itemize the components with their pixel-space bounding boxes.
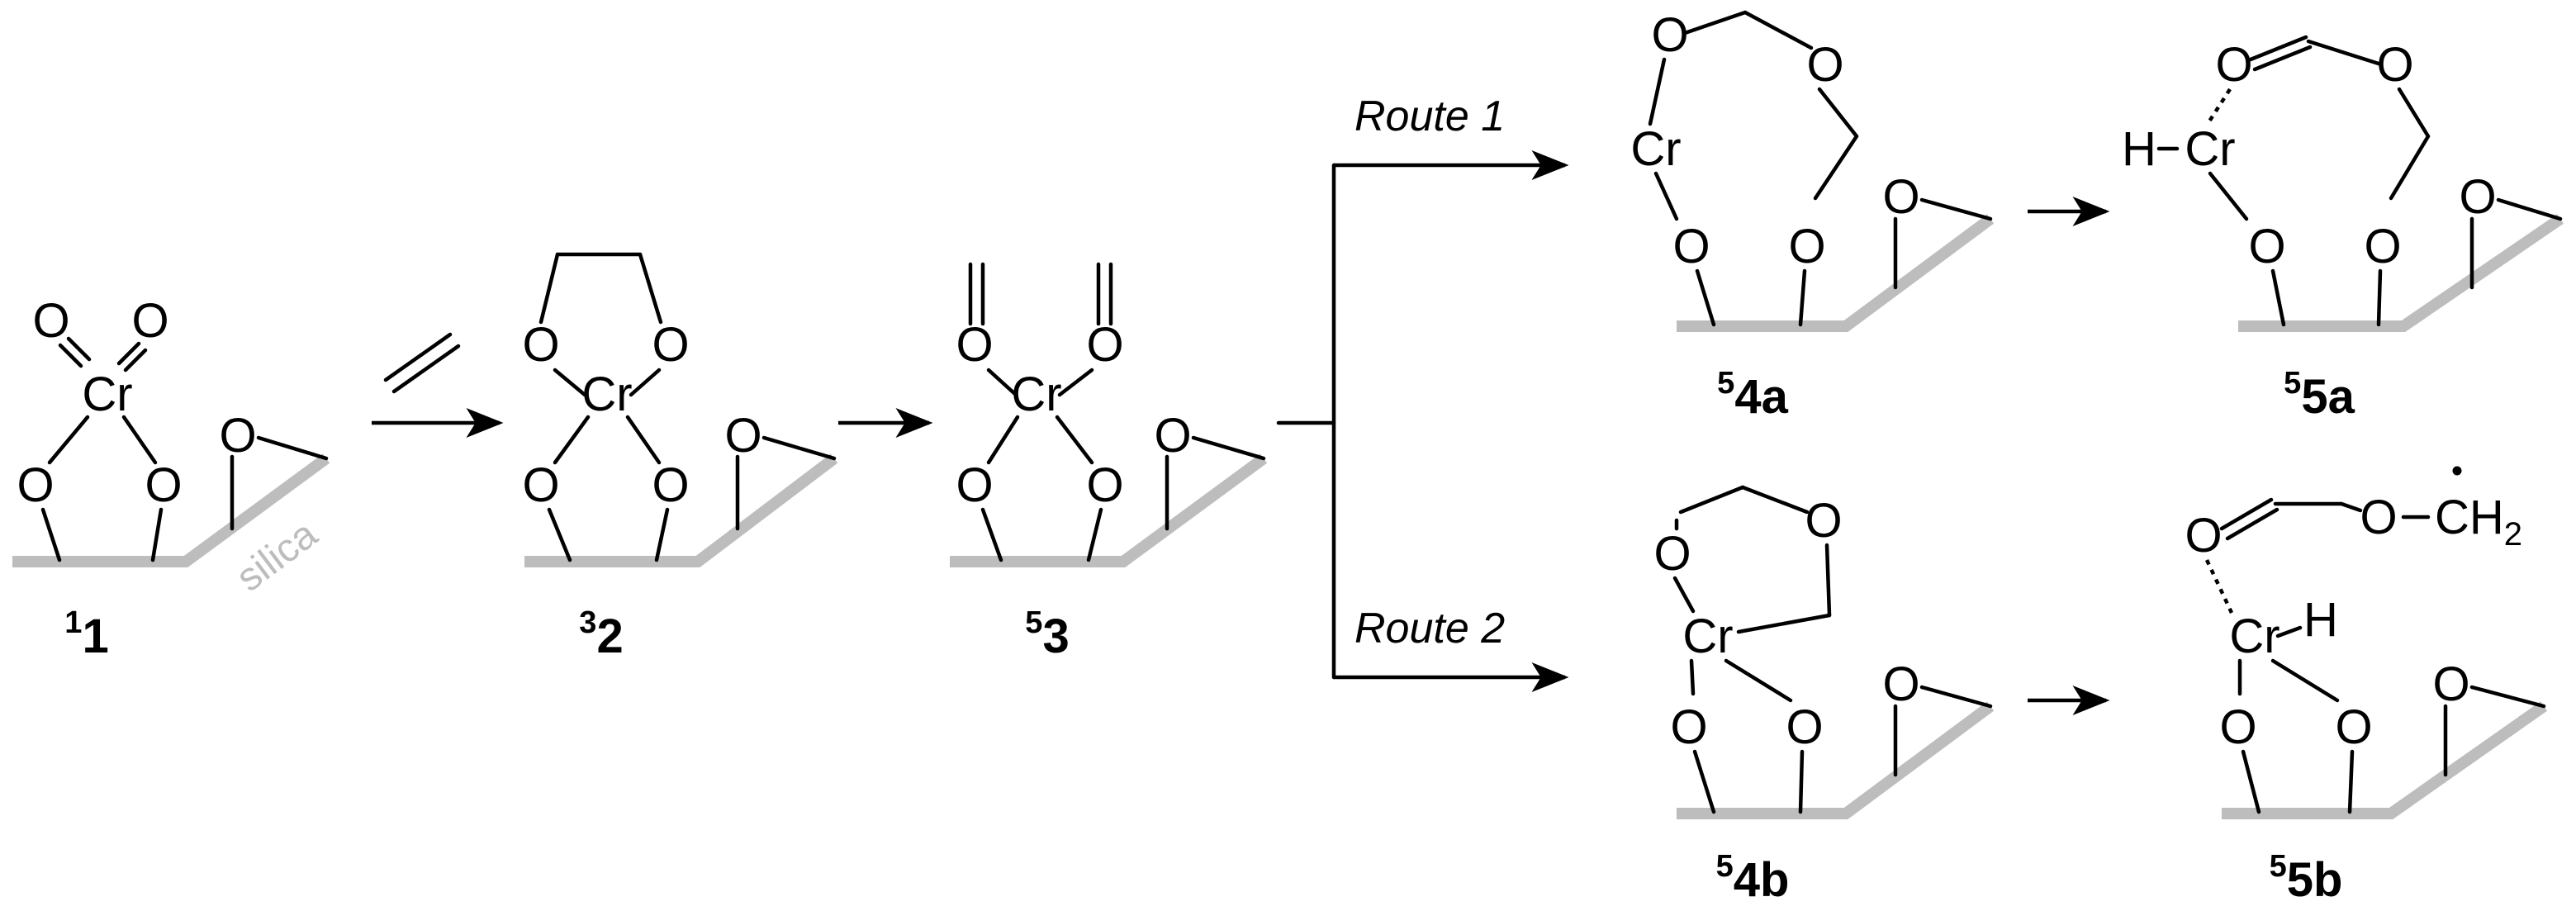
chromium-atom: Cr [581,368,632,421]
chromium-atom: Cr [2185,122,2235,176]
ch2-group: CH2 [2435,491,2522,553]
oxygen-right: O [652,458,689,512]
silica-surface [524,453,838,567]
route-branch: Route 1 Route 2 [1276,93,1569,692]
oxygen-ring-right: O [652,318,689,372]
compound-1: silica O O Cr O O O 11 [12,294,330,663]
compound-label-5b: 55b [2270,849,2343,907]
epoxide-oxygen: O [724,409,761,463]
oxygen-ring-right: O [1805,494,1842,548]
epoxide-oxygen: O [219,409,256,463]
route-2-label: Route 2 [1354,605,1505,652]
chromium-atom: Cr [82,368,132,421]
compound-label-5a: 55a [2284,366,2355,424]
compound-4b: O O Cr O O O 54b [1653,485,1995,907]
silica-surface [1677,701,1995,819]
oxygen-ring-2: O [1806,38,1843,92]
oxygen-ring-left: O [522,318,559,372]
chromium-atom: Cr [2229,610,2279,663]
oxygen-left: O [17,458,54,512]
oxygen-ring-1: O [1651,8,1688,62]
ethylene-bond-1 [383,332,453,382]
oxygen-left: O [956,458,993,512]
oxygen-right: O [1086,458,1123,512]
carbonyl-oxygen: O [2215,38,2252,92]
silica-surface [12,453,330,567]
compound-label-4a: 54a [1717,366,1788,424]
epoxide-oxygen: O [1154,409,1191,463]
oxygen-left: O [1672,220,1710,273]
oxygen-upper-right: O [1086,318,1123,372]
radical-dot [2452,466,2462,476]
compound-label-3: 53 [1025,605,1069,663]
carbonyl-oxygen: O [2185,509,2222,562]
hydride-h: H [2122,122,2156,176]
compound-label-4b: 54b [1716,849,1790,907]
compound-3: O O Cr O O O 53 [950,262,1268,663]
silica-surface [2238,214,2564,332]
oxo-oxygen-1: O [32,294,69,348]
epoxide-oxygen: O [2459,170,2496,224]
chromium-atom: Cr [1630,122,1681,176]
oxygen-ring-left: O [1653,527,1691,581]
ester-oxygen: O [2360,491,2397,544]
silica-surface [2222,701,2548,819]
oxygen-right: O [1788,220,1825,273]
ethylene-bond-2 [391,344,461,394]
oxygen-right: O [145,458,182,512]
oxygen-left: O [2219,700,2256,754]
silica-surface [1677,214,1995,332]
silica-surface [950,453,1268,567]
compound-label-1: 11 [64,605,108,663]
oxygen-right: O [1786,700,1823,754]
compound-5b: O O CH2 Cr H O O O 55b [2185,466,2548,907]
epoxide-oxygen: O [1882,657,1919,711]
oxygen-left: O [522,458,559,512]
epoxide-oxygen: O [1882,170,1919,224]
compound-2: O O Cr O O O 32 [522,252,838,663]
route-1-label: Route 1 [1354,93,1505,140]
chromium-atom: Cr [1682,610,1733,663]
ester-oxygen: O [2376,38,2413,92]
oxo-oxygen-2: O [131,294,168,348]
epoxide-oxygen: O [2432,657,2469,711]
oxygen-left: O [2248,220,2285,273]
oxygen-right: O [2335,700,2372,754]
oxygen-right: O [2364,220,2401,273]
compound-4a: O O Cr O O O 54a [1630,8,1995,424]
hydride-h: H [2303,593,2338,647]
chromium-atom: Cr [1011,368,1061,421]
oxygen-left: O [1670,700,1707,754]
compound-label-2: 32 [579,605,623,663]
compound-5a: O O H Cr O O O 55a [2122,35,2564,424]
oxygen-upper-left: O [956,318,993,372]
